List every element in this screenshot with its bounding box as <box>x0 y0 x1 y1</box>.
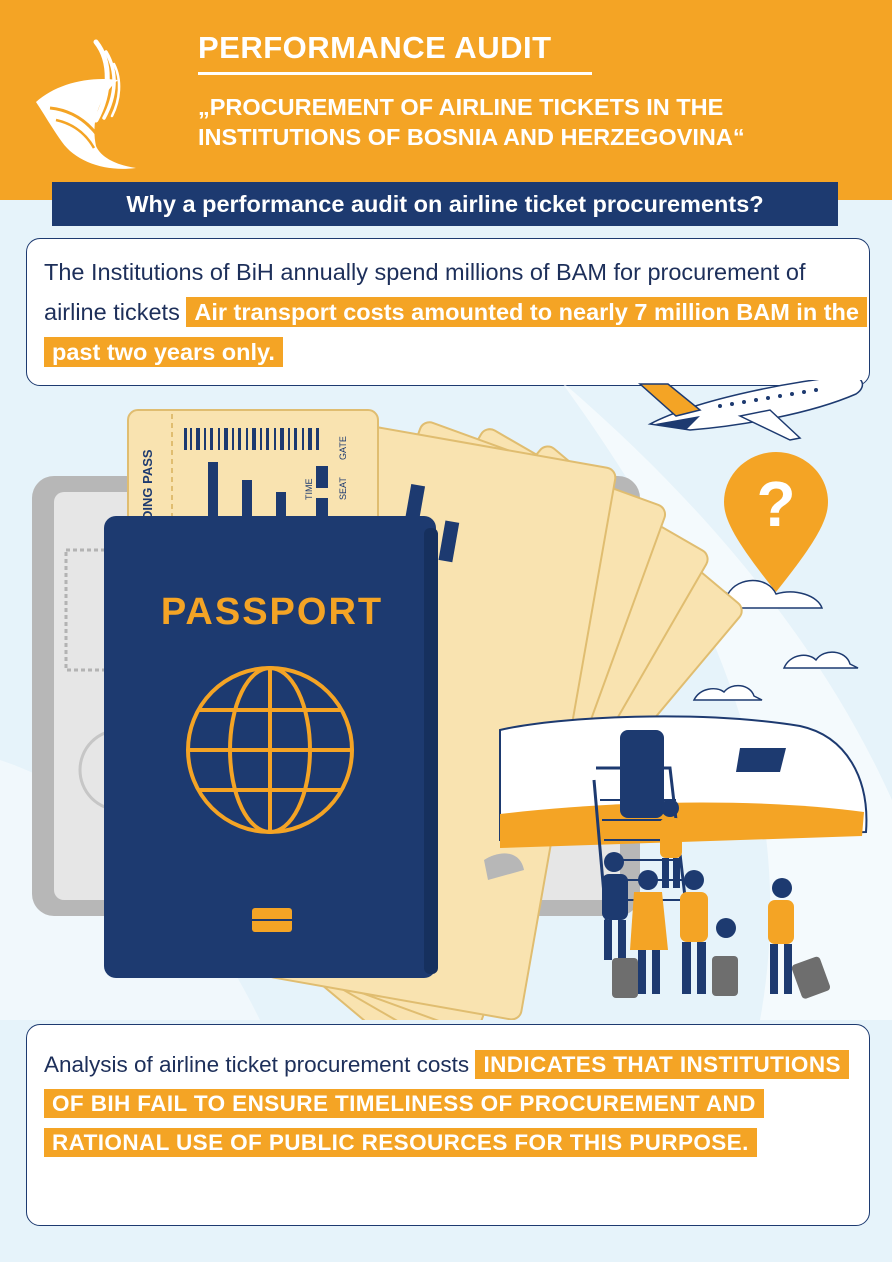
question-banner: Why a performance audit on airline ticke… <box>52 182 838 226</box>
travel-illustration: ? <box>0 380 892 1020</box>
svg-text:DING PASS: DING PASS <box>140 449 155 520</box>
header-banner: PERFORMANCE AUDIT „PROCUREMENT OF AIRLIN… <box>0 0 892 200</box>
svg-text:SEAT: SEAT <box>338 477 348 500</box>
question-pin-icon: ? <box>724 452 828 592</box>
page-subtitle: „PROCUREMENT OF AIRLINE TICKETS IN THE I… <box>198 94 745 150</box>
svg-text:TIME: TIME <box>304 479 314 501</box>
logo-icon <box>36 39 136 169</box>
intro-text: The Institutions of BiH annually spend m… <box>44 259 806 325</box>
svg-text:GATE: GATE <box>338 436 348 460</box>
conclusion-paragraph: Analysis of airline ticket procurement c… <box>44 1045 849 1162</box>
passport-icon: PASSPORT <box>104 516 438 978</box>
conclusion-text: Analysis of airline ticket procurement c… <box>44 1052 470 1077</box>
passenger-icon <box>602 799 831 999</box>
airplane-icon <box>638 380 864 441</box>
passport-label: PASSPORT <box>161 591 383 633</box>
title-underline <box>198 72 592 75</box>
intro-paragraph: The Institutions of BiH annually spend m… <box>44 252 867 372</box>
page-title: PERFORMANCE AUDIT <box>198 30 552 65</box>
svg-text:?: ? <box>756 468 795 540</box>
globe-icon <box>186 666 354 834</box>
parked-airplane <box>484 715 868 941</box>
